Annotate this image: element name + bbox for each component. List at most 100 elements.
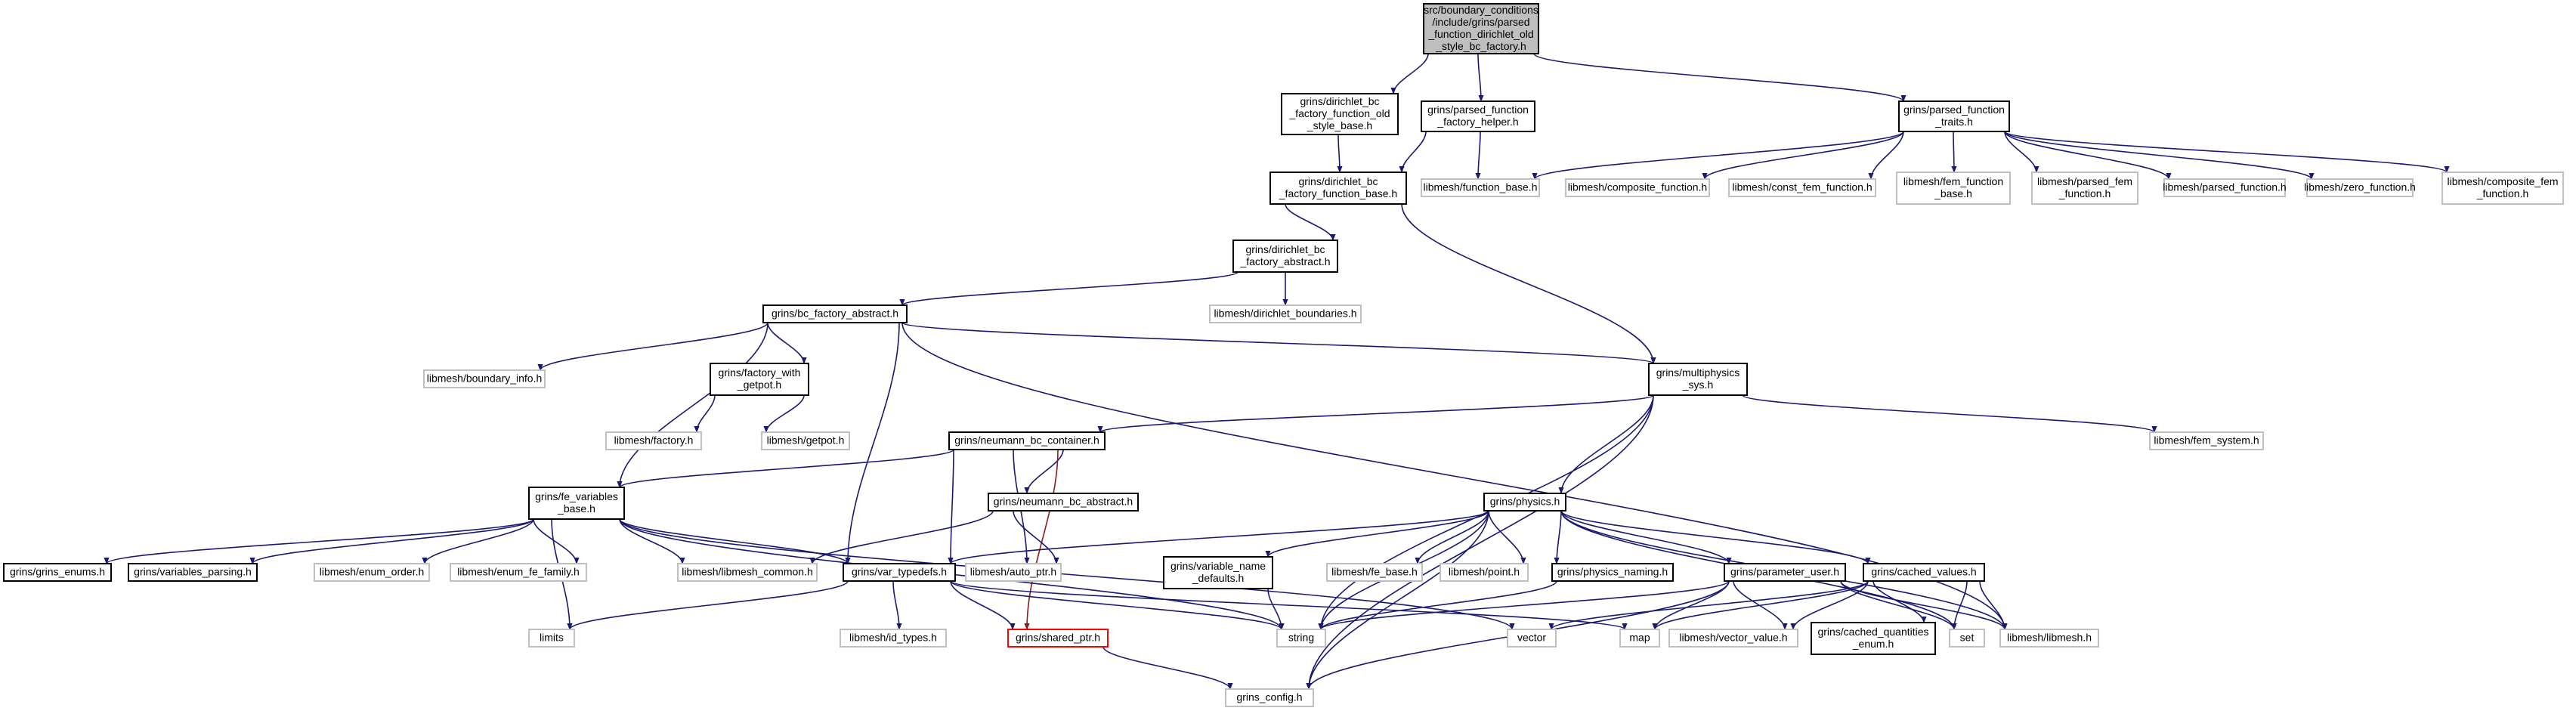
node-map[interactable]: map — [1619, 629, 1660, 648]
node-lm-getpot[interactable]: libmesh/getpot.h — [761, 431, 850, 450]
node-limits[interactable]: limits — [528, 629, 575, 648]
node-variable-name-defaults[interactable]: grins/variable_name_defaults.h — [1163, 556, 1273, 589]
node-lm-zero-function[interactable]: libmesh/zero_function.h — [2304, 178, 2416, 197]
node-cached-quantities-enum[interactable]: grins/cached_quantities_enum.h — [1811, 622, 1936, 655]
node-label-line: grins_config.h — [1236, 691, 1302, 703]
node-label-line: /include/grins/parsed — [1432, 16, 1529, 28]
node-physics[interactable]: grins/physics.h — [1483, 493, 1566, 512]
node-box — [762, 304, 908, 323]
edge-line — [1399, 131, 1427, 173]
edge-line — [249, 518, 534, 564]
node-lm-fem-function-base[interactable]: libmesh/fem_function_base.h — [1896, 172, 2011, 205]
node-box — [1898, 100, 2010, 132]
node-string[interactable]: string — [1276, 629, 1326, 648]
edge-line — [619, 518, 1515, 630]
node-lm-enum-fe-family[interactable]: libmesh/enum_fe_family.h — [450, 563, 587, 582]
node-lm-point[interactable]: libmesh/point.h — [1440, 563, 1529, 582]
edge-fe-variables-base-to-lm-enum-fe-family — [533, 518, 580, 564]
node-neumann-bc-container[interactable]: grins/neumann_bc_container.h — [948, 431, 1106, 450]
node-vector[interactable]: vector — [1507, 629, 1557, 648]
node-box — [2031, 172, 2138, 205]
edge-line — [1337, 134, 1343, 173]
node-lm-auto-ptr[interactable]: libmesh/auto_ptr.h — [965, 563, 1062, 582]
node-lm-parsed-function[interactable]: libmesh/parsed_function.h — [2163, 178, 2287, 197]
node-pf-traits[interactable]: grins/parsed_function_traits.h — [1898, 100, 2010, 132]
node-box — [1269, 172, 1407, 205]
node-shared-ptr[interactable]: grins/shared_ptr.h — [1007, 629, 1109, 648]
node-variables-parsing[interactable]: grins/variables_parsing.h — [128, 563, 258, 582]
node-lm-libmesh[interactable]: libmesh/libmesh.h — [1999, 629, 2099, 648]
edge-line — [1652, 580, 1869, 630]
node-root[interactable]: src/boundary_conditions/include/grins/pa… — [1423, 3, 1539, 54]
node-label-line: grins/var_typedefs.h — [852, 566, 947, 578]
edge-line — [2004, 131, 2172, 180]
node-lm-composite-fem-function[interactable]: libmesh/composite_fem_function.h — [2441, 172, 2564, 205]
edge-pf-factory-helper-to-lm-function-base — [1475, 131, 1481, 180]
node-box — [1225, 688, 1314, 707]
edge-line — [1979, 580, 2008, 630]
node-lm-fe-base[interactable]: libmesh/fe_base.h — [1326, 563, 1423, 582]
node-set[interactable]: set — [1949, 629, 1985, 648]
node-lm-composite-function[interactable]: libmesh/composite_function.h — [1565, 178, 1710, 197]
node-bc-factory-abstract[interactable]: grins/bc_factory_abstract.h — [762, 304, 908, 323]
node-label-line: libmesh/getpot.h — [767, 434, 845, 447]
node-fe-variables-base[interactable]: grins/fe_variables_base.h — [528, 487, 625, 520]
node-box — [1276, 629, 1326, 648]
node-grins-enums[interactable]: grins/grins_enums.h — [3, 563, 112, 582]
node-cached-values[interactable]: grins/cached_values.h — [1863, 563, 1985, 582]
node-label-line: libmesh/vector_value.h — [1679, 632, 1787, 644]
node-box — [1209, 304, 1362, 323]
edge-line — [1702, 131, 1904, 180]
node-lm-fem-system[interactable]: libmesh/fem_system.h — [2149, 431, 2264, 450]
node-lm-parsed-fem-function[interactable]: libmesh/parsed_fem_function.h — [2031, 172, 2138, 205]
node-lm-boundary-info[interactable]: libmesh/boundary_info.h — [423, 369, 546, 388]
edge-line — [1401, 203, 1656, 364]
node-label-line: _base.h — [557, 502, 595, 515]
node-label-line: grins/shared_ptr.h — [1016, 632, 1100, 644]
node-var-typedefs[interactable]: grins/var_typedefs.h — [843, 563, 956, 582]
edge-physics-to-variable-name-defaults — [1265, 510, 1489, 558]
node-grins-config[interactable]: grins_config.h — [1225, 688, 1314, 707]
node-pf-factory-helper[interactable]: grins/parsed_function_factory_helper.h — [1421, 100, 1535, 132]
node-label-line: libmesh/zero_function.h — [2304, 181, 2416, 193]
edge-physics-to-lm-point — [1488, 510, 1526, 564]
edge-line — [950, 580, 1016, 630]
node-lm-enum-order[interactable]: libmesh/enum_order.h — [314, 563, 430, 582]
node-label-line: _function.h — [2058, 187, 2111, 199]
edge-multiphysics-sys-to-physics — [1558, 394, 1654, 494]
nodes-layer: src/boundary_conditions/include/grins/pa… — [3, 3, 2564, 707]
node-box — [1999, 629, 2099, 648]
node-dir-func-base[interactable]: grins/dirichlet_bc_factory_function_base… — [1269, 172, 1407, 205]
node-lm-dirichlet-boundaries[interactable]: libmesh/dirichlet_boundaries.h — [1209, 304, 1362, 323]
edge-line — [1951, 580, 1968, 630]
edge-line — [948, 449, 954, 564]
edge-factory-with-getpot-to-lm-getpot — [763, 394, 805, 433]
edge-cached-values-to-map — [1652, 580, 1869, 630]
node-lm-vector-value[interactable]: libmesh/vector_value.h — [1668, 629, 1798, 648]
node-lm-factory[interactable]: libmesh/factory.h — [605, 431, 702, 450]
edge-line — [1868, 131, 1904, 180]
node-dir-abstract[interactable]: grins/dirichlet_bc_factory_abstract.h — [1232, 240, 1338, 273]
node-parameter-user[interactable]: grins/parameter_user.h — [1724, 563, 1846, 582]
node-label-line: src/boundary_conditions — [1424, 4, 1538, 16]
node-lm-libmesh-common[interactable]: libmesh/libmesh_common.h — [677, 563, 818, 582]
node-factory-with-getpot[interactable]: grins/factory_with_getpot.h — [710, 363, 809, 396]
node-lm-id-types[interactable]: libmesh/id_types.h — [840, 629, 947, 648]
node-dir-old-base[interactable]: grins/dirichlet_bc_factory_function_old_… — [1281, 93, 1399, 135]
edge-multiphysics-sys-to-lm-fem-system — [1742, 394, 2157, 433]
node-label-line: vector — [1517, 632, 1546, 644]
node-physics-naming[interactable]: grins/physics_naming.h — [1551, 563, 1674, 582]
node-multiphysics-sys[interactable]: grins/multiphysics_sys.h — [1648, 363, 1748, 396]
edge-line — [899, 271, 1239, 306]
edge-fe-variables-base-to-lm-libmesh-common — [619, 518, 685, 564]
node-neumann-bc-abstract[interactable]: grins/neumann_bc_abstract.h — [988, 493, 1139, 512]
node-box — [1619, 629, 1660, 648]
node-label-line: _factory_abstract.h — [1239, 255, 1330, 267]
node-box — [710, 363, 809, 396]
node-label-line: _enum.h — [1852, 638, 1894, 650]
node-lm-function-base[interactable]: libmesh/function_base.h — [1421, 178, 1540, 197]
node-box — [1724, 563, 1846, 582]
node-lm-const-fem-function[interactable]: libmesh/const_fem_function.h — [1728, 178, 1876, 197]
node-box — [1565, 178, 1710, 197]
node-box — [1163, 556, 1273, 589]
